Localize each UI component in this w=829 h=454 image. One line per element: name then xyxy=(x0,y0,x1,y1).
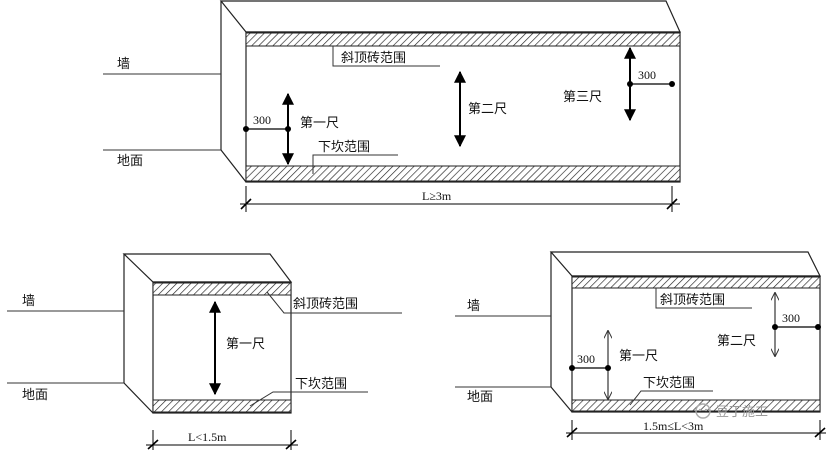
floor-label: 地面 xyxy=(117,154,143,169)
second-ruler-label: 第二尺 xyxy=(468,102,507,117)
length-label: L≥3m xyxy=(422,189,452,203)
bottom-range-leader xyxy=(629,390,713,406)
bottom-range-label: 下坎范围 xyxy=(318,140,370,155)
slant-brick-leader xyxy=(655,288,752,309)
slant-brick-leader xyxy=(332,46,440,67)
first-ruler-offset-value: 300 xyxy=(253,113,271,127)
wall-label: 墙 xyxy=(467,299,480,314)
slant-brick-label: 斜顶砖范围 xyxy=(341,51,406,66)
hatch-top-band xyxy=(571,276,821,289)
slant-brick-leader xyxy=(266,291,402,314)
slant-brick-label: 斜顶砖范围 xyxy=(293,297,358,312)
length-dimension xyxy=(146,430,298,450)
length-dimension xyxy=(566,420,826,440)
diagram-bottom-left: 墙 地面 斜顶砖范围 下坎范围 第一尺 L<1.5m xyxy=(7,253,402,450)
floor-label: 地面 xyxy=(467,390,493,405)
wall-label: 墙 xyxy=(22,294,35,309)
hatch-top-band xyxy=(152,282,292,296)
hatch-bottom-band xyxy=(245,165,681,182)
second-ruler-dot-right xyxy=(815,324,821,330)
watermark-text: 豆丁施工 xyxy=(716,405,768,420)
bottom-range-label: 下坎范围 xyxy=(643,376,695,391)
diagram-bottom-right: 墙 地面 斜顶砖范围 下坎范围 300 第一尺 300 第二尺 1.5m≤L<3… xyxy=(455,251,826,440)
wall-label: 墙 xyxy=(117,57,130,72)
third-ruler-dot-right xyxy=(669,81,675,87)
first-ruler-dot-right xyxy=(605,365,611,371)
length-dimension xyxy=(240,186,680,212)
first-ruler-dot-right xyxy=(285,126,291,132)
first-ruler-label: 第一尺 xyxy=(226,337,265,352)
third-ruler-label: 第三尺 xyxy=(563,90,602,105)
first-ruler-label: 第一尺 xyxy=(300,116,339,131)
bottom-range-leader xyxy=(312,154,398,174)
first-ruler-label: 第一尺 xyxy=(619,349,658,364)
bottom-range-label: 下坎范围 xyxy=(295,377,347,392)
length-label: L<1.5m xyxy=(188,430,227,444)
box-outline-bottom-left xyxy=(122,253,293,414)
length-label: 1.5m≤L<3m xyxy=(643,419,704,433)
third-ruler-dot-left xyxy=(627,81,633,87)
box-outline-top xyxy=(219,0,681,183)
second-ruler-offset-value: 300 xyxy=(782,311,800,325)
diagram-top: 墙 地面 斜顶砖范围 下坎范围 300 第一尺 第二尺 300 第三尺 xyxy=(103,0,681,212)
second-ruler-dot-left xyxy=(772,324,778,330)
first-ruler-dot-left xyxy=(569,365,575,371)
bottom-range-leader xyxy=(249,391,368,407)
watermark: 豆丁施工 xyxy=(695,403,768,420)
watermark-icon xyxy=(695,403,711,419)
first-ruler-dot-left xyxy=(243,126,249,132)
slant-brick-label: 斜顶砖范围 xyxy=(660,293,725,308)
floor-label: 地面 xyxy=(22,388,48,403)
first-ruler-offset-value: 300 xyxy=(577,352,595,366)
hatch-bottom-band xyxy=(152,399,292,413)
second-ruler-label: 第二尺 xyxy=(717,334,756,349)
hatch-top-band xyxy=(245,32,681,47)
third-ruler-offset-value: 300 xyxy=(638,68,656,82)
